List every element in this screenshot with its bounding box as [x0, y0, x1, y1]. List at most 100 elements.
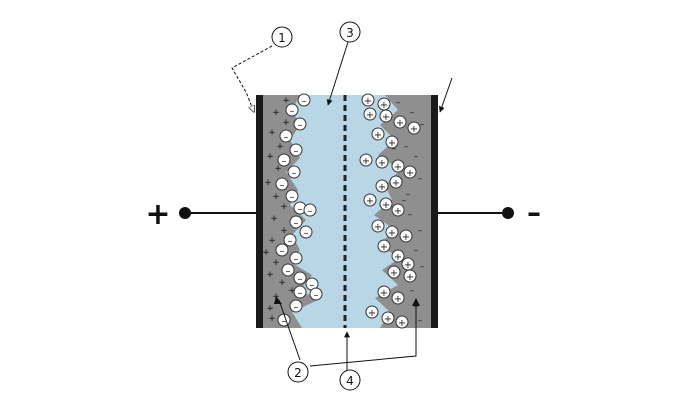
cation-icon — [403, 165, 417, 179]
negative-surface-charge: – — [408, 210, 413, 220]
ion-layer: –––––––––––––––––––––––+++++++++++++++++… — [262, 93, 425, 329]
cation-icon — [365, 305, 379, 319]
cation-icon-symbol: + — [410, 124, 418, 135]
anion-icon — [299, 225, 313, 239]
anion-icon — [309, 287, 323, 301]
cation-icon-symbol: + — [390, 268, 398, 279]
anion-icon — [289, 143, 303, 157]
positive-surface-charge: + — [282, 118, 290, 128]
cation-icon-symbol: + — [394, 162, 402, 173]
negative-terminal-label: – — [527, 196, 541, 229]
cation-icon — [391, 249, 405, 263]
cation-icon — [385, 135, 399, 149]
left-porous-layer — [262, 95, 318, 328]
positive-surface-charge: + — [266, 304, 274, 314]
cation-icon — [375, 179, 389, 193]
anion-icon — [297, 93, 311, 107]
cation-icon-symbol: + — [374, 130, 382, 141]
negative-surface-charge: – — [420, 120, 425, 130]
anion-icon — [283, 233, 297, 247]
anion-icon-symbol: – — [294, 218, 299, 229]
cation-icon-symbol: + — [392, 178, 400, 189]
anion-icon-symbol: – — [310, 280, 315, 291]
cation-icon-symbol: + — [374, 222, 382, 233]
negative-surface-charge: – — [418, 226, 423, 236]
positive-surface-charge: + — [268, 314, 276, 324]
cation-icon — [387, 265, 401, 279]
anion-icon-symbol: – — [286, 266, 291, 277]
cation-icon-symbol: + — [380, 100, 388, 111]
cation-icon-symbol: + — [396, 118, 404, 129]
anion-icon-symbol: – — [298, 120, 303, 131]
callout-4-label: 4 — [346, 374, 354, 388]
negative-surface-charge: – — [402, 196, 407, 206]
anion-icon-symbol: – — [284, 132, 289, 143]
positive-surface-charge: + — [280, 226, 288, 236]
cation-icon — [385, 225, 399, 239]
cation-icon — [379, 109, 393, 123]
positive-surface-charge: + — [272, 192, 280, 202]
negative-surface-charge: – — [414, 246, 419, 256]
negative-surface-charge: – — [392, 144, 397, 154]
negative-surface-charge: – — [404, 142, 409, 152]
positive-surface-charge: + — [278, 278, 286, 288]
cation-icon — [379, 197, 393, 211]
cation-icon — [363, 107, 377, 121]
cation-icon — [375, 155, 389, 169]
anion-icon — [289, 299, 303, 313]
anion-icon — [285, 189, 299, 203]
anion-icon-symbol: – — [282, 316, 287, 327]
callout-3-label: 3 — [346, 26, 354, 40]
negative-surface-charge: – — [410, 108, 415, 118]
positive-surface-charge: + — [288, 286, 296, 296]
anion-icon-symbol: – — [280, 246, 285, 257]
anion-icon-symbol: – — [288, 236, 293, 247]
right-terminal-dot-icon — [502, 207, 514, 219]
cation-icon-symbol: + — [384, 314, 392, 325]
positive-surface-charge: + — [274, 164, 282, 174]
cation-icon-symbol: + — [398, 318, 406, 329]
anion-icon-symbol: – — [294, 302, 299, 313]
anion-icon — [275, 177, 289, 191]
anion-icon-symbol: – — [290, 192, 295, 203]
anion-icon — [277, 153, 291, 167]
negative-surface-charge: – — [406, 190, 411, 200]
anion-icon-symbol: – — [282, 156, 287, 167]
anion-icon-symbol: – — [308, 206, 313, 217]
anion-icon-symbol: – — [294, 254, 299, 265]
cation-icon-symbol: + — [394, 294, 402, 305]
anion-icon-symbol: – — [294, 146, 299, 157]
positive-surface-charge: + — [272, 258, 280, 268]
anion-icon-symbol: – — [290, 106, 295, 117]
left-electrode-plate — [256, 95, 263, 328]
cation-icon-symbol: + — [382, 112, 390, 123]
cation-icon-symbol: + — [388, 228, 396, 239]
anion-icon — [281, 263, 295, 277]
anion-icon — [287, 165, 301, 179]
positive-surface-charge: + — [266, 270, 274, 280]
positive-surface-charge: + — [264, 178, 272, 188]
anion-icon — [293, 285, 307, 299]
cation-icon — [395, 315, 409, 329]
cation-icon — [391, 159, 405, 173]
negative-surface-charge: – — [418, 316, 423, 326]
callout-2-label: 2 — [294, 366, 302, 380]
anion-icon-symbol: – — [292, 168, 297, 179]
anion-icon — [285, 103, 299, 117]
anion-icon-symbol: – — [280, 180, 285, 191]
negative-surface-charge: – — [418, 174, 423, 184]
positive-surface-charge: + — [266, 152, 274, 162]
cation-icon — [371, 219, 385, 233]
right-electrode-plate — [431, 95, 438, 328]
cation-icon-symbol: + — [368, 308, 376, 319]
anion-icon — [289, 215, 303, 229]
cation-icon-symbol: + — [380, 242, 388, 253]
positive-surface-charge: + — [276, 142, 284, 152]
callout-1: 1 — [271, 26, 293, 48]
cation-icon — [391, 203, 405, 217]
cation-icon-symbol: + — [404, 260, 412, 271]
positive-surface-charge: + — [262, 248, 270, 258]
cation-icon-symbol: + — [366, 196, 374, 207]
anion-icon-symbol: – — [298, 274, 303, 285]
